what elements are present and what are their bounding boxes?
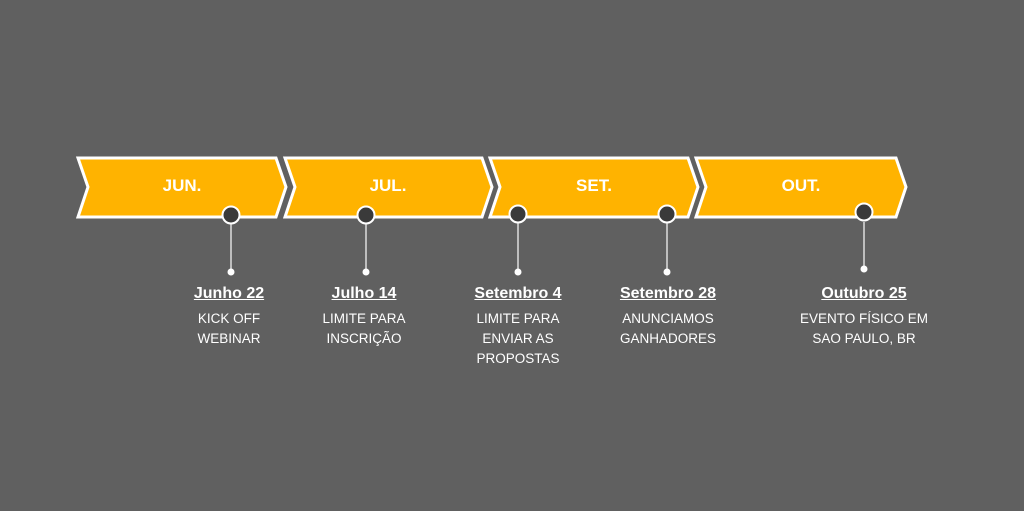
month-label-jul: JUL. [369,176,407,195]
month-arrow-out [693,156,908,219]
event-description: ANUNCIAMOS GANHADORES [619,311,717,346]
event-date: Setembro 4 [474,285,562,302]
event-description: KICK OFF WEBINAR [197,311,261,346]
month-arrow-set [487,156,700,219]
event-description: LIMITE PARA INSCRIÇÃO [322,311,406,346]
milestone-marker [221,205,241,225]
event-julho-14: Julho 14 LIMITE PARA INSCRIÇÃO [284,285,444,349]
end-dot [663,268,671,276]
milestone-marker [508,204,528,224]
month-arrow-jun [75,156,288,219]
milestone-marker [356,205,376,225]
end-dot [227,268,235,276]
event-outubro-25: Outubro 25 EVENTO FÍSICO EM SAO PAULO, B… [784,285,944,349]
month-arrow-jul [282,156,494,219]
end-dot [860,265,868,273]
event-date: Julho 14 [331,285,397,302]
month-label-out: OUT. [781,176,821,195]
event-description: LIMITE PARA ENVIAR AS PROPOSTAS [476,311,560,366]
event-date: Outubro 25 [821,285,907,302]
event-setembro-28: Setembro 28 ANUNCIAMOS GANHADORES [588,285,748,349]
event-setembro-4: Setembro 4 LIMITE PARA ENVIAR AS PROPOST… [438,285,598,369]
event-date: Setembro 28 [619,285,717,302]
event-junho-22: Junho 22 KICK OFF WEBINAR [149,285,309,349]
month-label-jun: JUN. [162,176,202,195]
event-date: Junho 22 [193,285,265,302]
event-description: EVENTO FÍSICO EM SAO PAULO, BR [799,311,929,346]
milestone-marker [657,204,677,224]
end-dot [362,268,370,276]
milestone-marker [854,202,874,222]
month-label-set: SET. [576,176,612,195]
end-dot [514,268,522,276]
